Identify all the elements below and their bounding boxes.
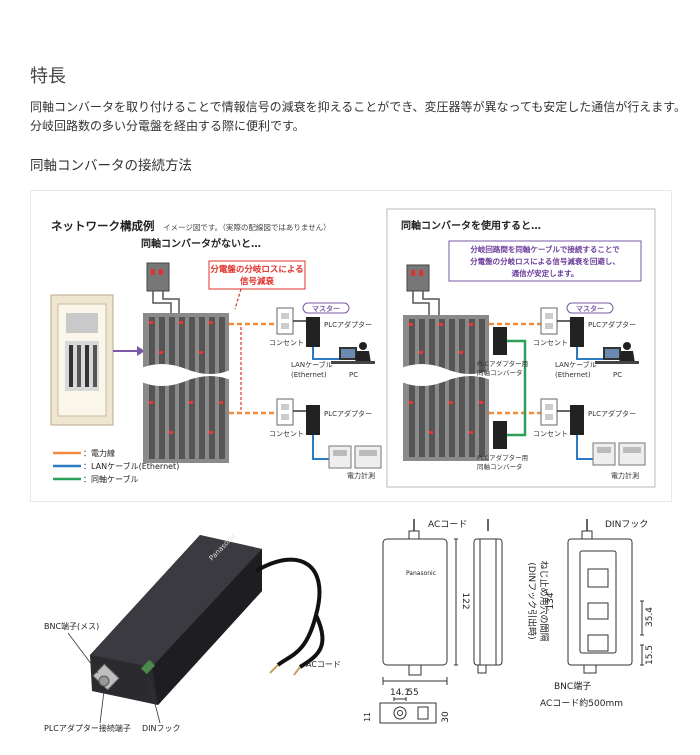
outlet-left-top xyxy=(276,307,294,335)
outlet-right-bottom xyxy=(540,398,558,426)
dim-11: 11 xyxy=(363,712,372,722)
drawing-front-view xyxy=(382,530,458,685)
legend: ：電力線 ：LANケーブル(Ethernet) ：同軸ケーブル xyxy=(53,448,179,484)
pc-left xyxy=(331,342,375,364)
label-plc-terminal: PLCアダプター接続端子 xyxy=(44,723,131,733)
plc-adapter-right-bottom xyxy=(570,405,584,435)
legend-lan: ：LANケーブル(Ethernet) xyxy=(83,461,179,471)
feature-description: 同軸コンバータを取り付けることで情報信号の減衰を抑えることができ、変圧器等が異な… xyxy=(30,100,687,133)
right-title: 同軸コンバータを使用すると… xyxy=(401,219,541,232)
stable-callout-line3: 通信が安定します。 xyxy=(512,268,579,278)
stable-callout-line1: 分岐回路間を同軸ケーブルで接続することで xyxy=(470,244,620,254)
label-din-hook: DINフック xyxy=(142,724,181,733)
coax-converter-bottom xyxy=(493,421,507,449)
drawing-bnc: BNC端子 xyxy=(554,680,591,692)
stable-callout: 分岐回路間を同軸ケーブルで接続することで 分電盤の分岐ロスによる信号減衰を回避し… xyxy=(448,240,642,282)
outlet-right-bottom-label: コンセント xyxy=(533,430,568,438)
drawing-bottom-view xyxy=(379,697,437,724)
distribution-panel xyxy=(50,294,114,426)
loss-callout-line1: 分電盤の分岐ロスによる xyxy=(210,264,303,275)
legend-power: ：電力線 xyxy=(83,448,115,458)
lan-left-line2: (Ethernet) xyxy=(291,371,327,379)
drawing-ac-cord: ACコード xyxy=(428,520,467,530)
conv-top-line1: PLCアダプター用 xyxy=(477,359,528,368)
outlet-left-top-label: コンセント xyxy=(269,339,304,347)
master-label-left: マスター xyxy=(312,304,340,313)
left-title: ネットワーク構成例 xyxy=(51,219,155,233)
network-diagram: ネットワーク構成例 イメージ図です。（実際の配線図ではありません） 同軸コンバー… xyxy=(30,190,672,502)
lan-right-line1: LANケーブル xyxy=(555,360,597,369)
main-breaker-left xyxy=(146,262,180,315)
conv-bottom-line2: 同軸コンバータ xyxy=(477,462,523,471)
plc-right-bottom-label: PLCアダプター xyxy=(588,409,636,418)
outlet-left-bottom xyxy=(276,398,294,426)
product-section: Panasonic BNC端子(メス) ACコード PLCアダプター接続端子 D… xyxy=(0,505,700,751)
dim-width: 55 xyxy=(407,688,418,698)
screw-note: ねじ止め用穴の間隔 xyxy=(538,560,550,641)
lan-left-line1: LANケーブル xyxy=(291,360,333,369)
page-title: 特長 xyxy=(30,66,66,87)
pc-left-label: PC xyxy=(349,371,358,379)
legend-coax: ：同軸ケーブル xyxy=(83,474,139,484)
drawing-rear-view xyxy=(567,530,644,674)
breaker-bank-right xyxy=(399,315,493,461)
outlet-left-bottom-label: コンセント xyxy=(269,430,304,438)
dim-134: 134 xyxy=(546,592,556,609)
plc-adapter-left-bottom xyxy=(306,405,320,435)
meter-left xyxy=(328,445,382,469)
plc-left-top-label: PLCアダプター xyxy=(324,320,372,329)
dim-height: 122 xyxy=(460,592,470,609)
dim-30: 30 xyxy=(441,711,451,723)
stable-callout-line2: 分電盤の分岐ロスによる信号減衰を回避し、 xyxy=(470,256,620,266)
screw-note-2: (DINフック引出時) xyxy=(526,562,538,639)
label-bnc: BNC端子(メス) xyxy=(44,621,99,631)
drawing-side-view xyxy=(473,538,503,674)
loss-callout: 分電盤の分岐ロスによる 信号減衰 xyxy=(208,260,306,310)
plc-left-bottom-label: PLCアダプター xyxy=(324,409,372,418)
conv-top-line2: 同軸コンバータ xyxy=(477,368,523,377)
breaker-bank-left xyxy=(139,313,233,463)
drawing-ac-length: ACコード約500mm xyxy=(540,697,623,709)
network-diagram-svg: ネットワーク構成例 イメージ図です。（実際の配線図ではありません） 同軸コンバー… xyxy=(50,208,656,488)
plc-adapter-left-top xyxy=(306,317,320,347)
pc-right-label: PC xyxy=(613,371,622,379)
drawing-din-hook: DINフック xyxy=(605,519,648,530)
dim-14-1: 14.1 xyxy=(390,688,410,698)
dim-15-5: 15.5 xyxy=(645,645,655,665)
main-breaker-right xyxy=(406,264,440,315)
master-badge-left xyxy=(302,302,350,314)
meter-right-label: 電力計測 xyxy=(611,471,639,480)
meter-left-label: 電力計測 xyxy=(347,471,375,480)
conv-bottom-line1: PLCアダプター用 xyxy=(477,453,528,462)
master-badge-right xyxy=(566,302,614,314)
loss-callout-line2: 信号減衰 xyxy=(240,276,275,287)
product-device: Panasonic xyxy=(90,531,325,705)
meter-right xyxy=(592,442,646,466)
left-note: イメージ図です。（実際の配線図ではありません） xyxy=(163,222,331,232)
coax-converter-top xyxy=(493,327,507,355)
plc-adapter-right-top xyxy=(570,317,584,347)
plc-right-top-label: PLCアダプター xyxy=(588,320,636,329)
lan-right-line2: (Ethernet) xyxy=(555,371,591,379)
section-subtitle: 同軸コンバータの接続方法 xyxy=(30,158,192,174)
drawing-brand: Panasonic xyxy=(406,570,436,577)
product-svg: Panasonic BNC端子(メス) ACコード PLCアダプター接続端子 D… xyxy=(44,519,655,733)
master-label-right: マスター xyxy=(576,304,604,313)
outlet-right-top-label: コンセント xyxy=(533,339,568,347)
label-ac-cord: ACコード xyxy=(306,660,341,669)
dim-35-4: 35.4 xyxy=(645,607,655,627)
pc-right xyxy=(595,342,639,364)
outlet-right-top xyxy=(540,307,558,335)
left-subtitle: 同軸コンバータがないと… xyxy=(141,237,261,250)
